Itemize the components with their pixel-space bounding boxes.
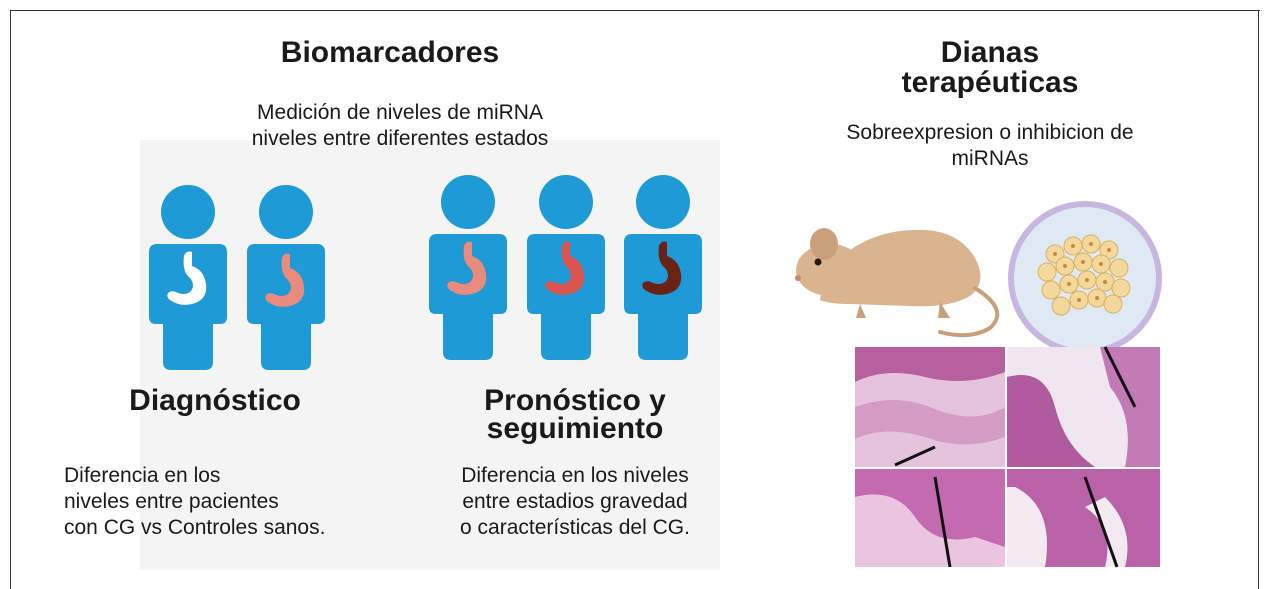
histology-images	[855, 346, 1160, 568]
diagnostico-text-line3: con CG vs Controles sanos.	[64, 516, 326, 539]
person-icon-stage2	[527, 175, 605, 360]
person-icon-healthy	[149, 185, 227, 370]
frame-right-border	[1258, 10, 1259, 589]
pronostico-title-line1: Pronóstico y	[484, 384, 666, 417]
histology-panel-3	[855, 469, 1005, 568]
diagnostico-text-line2: niveles entre pacientes	[64, 490, 279, 513]
person-icon-stage3	[624, 175, 702, 360]
person-icon-stage1	[429, 175, 507, 360]
histology-panel-4	[1007, 469, 1160, 568]
pronostico-text-line2: entre estadios gravedad	[462, 490, 688, 513]
histology-panel-1	[855, 347, 1005, 467]
biomarcadores-subtitle-line1: Medición de niveles de miRNA	[257, 101, 543, 124]
frame-left-border	[10, 10, 11, 589]
dianas-title-line2: terapéuticas	[901, 66, 1079, 99]
petri-dish-icon	[1008, 201, 1162, 355]
biomarcadores-title: Biomarcadores	[280, 36, 500, 69]
dianas-text-line2: miRNAs	[951, 147, 1029, 170]
diagnostico-text-line1: Diferencia en los	[64, 464, 221, 487]
pronostico-title-line2: seguimiento	[486, 412, 664, 445]
diagnostico-title: Diagnóstico	[129, 384, 301, 417]
dianas-text-line1: Sobreexpresion o inhibicion de	[846, 121, 1134, 144]
dianas-title-line1: Dianas	[940, 36, 1040, 69]
mouse-icon	[795, 228, 1000, 338]
histology-panel-2	[1007, 346, 1160, 467]
pronostico-text-line3: o características del CG.	[460, 516, 690, 539]
biomarcadores-subtitle-line2: niveles entre diferentes estados	[251, 127, 549, 150]
frame-top-border	[10, 10, 1260, 11]
background-panel-left	[140, 140, 720, 570]
person-icon-patient	[247, 185, 325, 370]
pronostico-text-line1: Diferencia en los niveles	[461, 464, 689, 487]
